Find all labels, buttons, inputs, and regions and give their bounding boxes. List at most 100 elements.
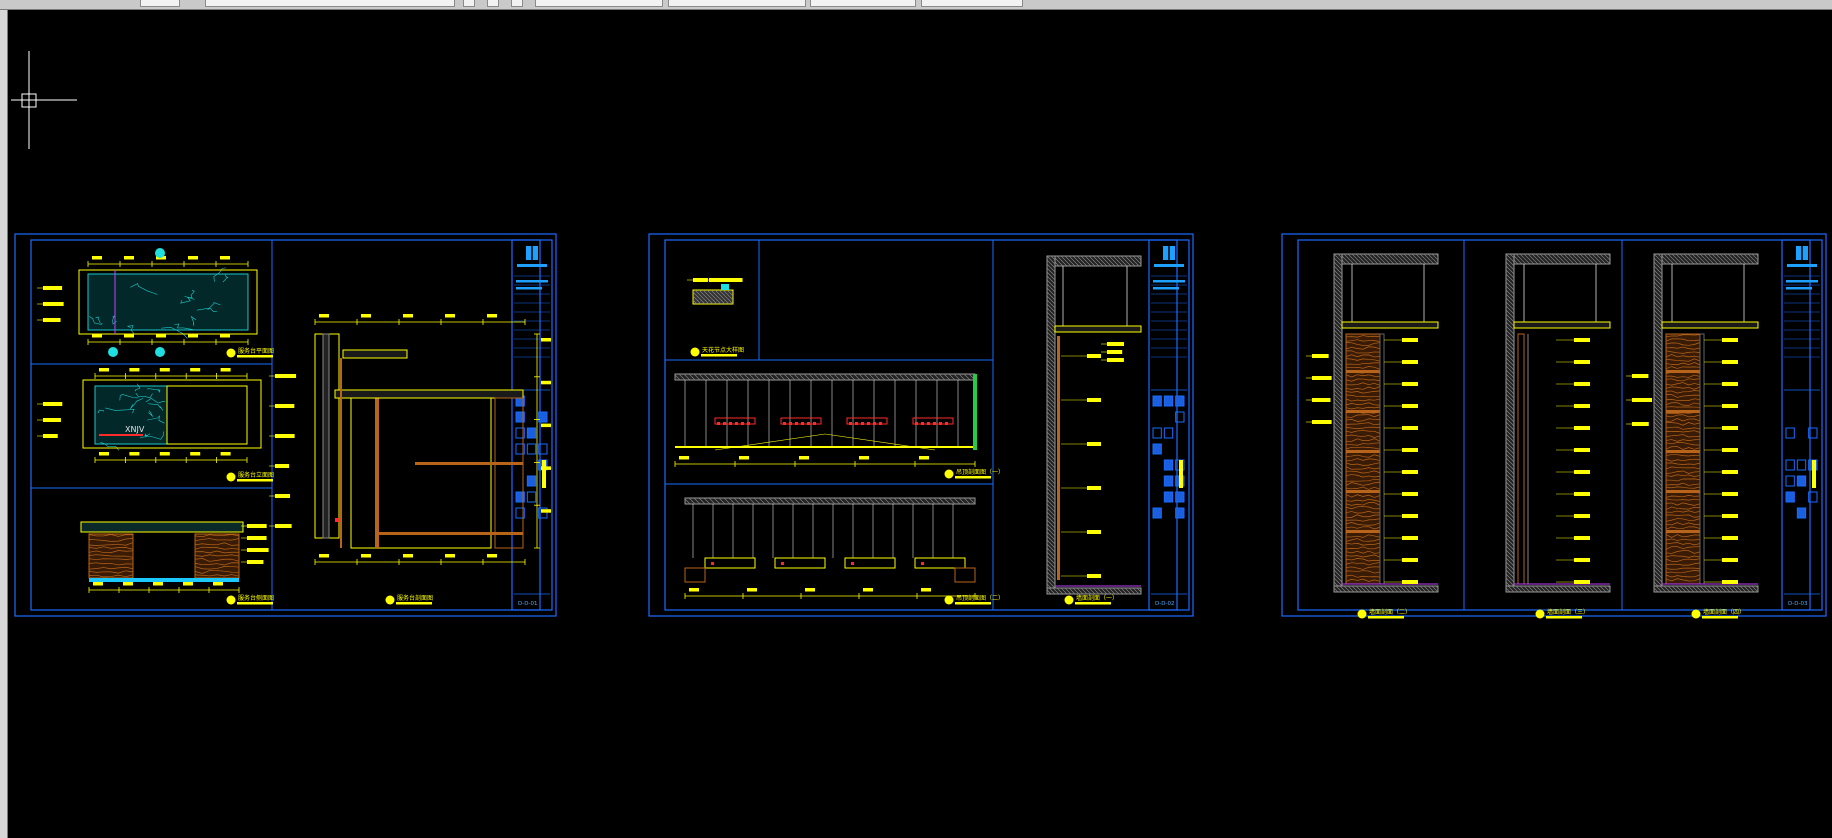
view-number-bubble bbox=[385, 595, 395, 605]
wall-finish bbox=[1517, 333, 1525, 585]
view-title-underline bbox=[1546, 616, 1582, 619]
title-block-cell bbox=[1796, 507, 1807, 519]
dimension-value bbox=[99, 368, 109, 372]
view-wall-section-3: 墙面剖面（三） bbox=[1505, 253, 1611, 619]
dimension-value bbox=[487, 554, 497, 558]
view-title: 服务台剖面图 bbox=[385, 594, 433, 605]
floor bbox=[1333, 585, 1439, 593]
wood-edge bbox=[684, 567, 706, 583]
dimension-tag bbox=[1574, 360, 1590, 364]
view-title-underline bbox=[701, 354, 737, 357]
title-block-cell bbox=[538, 411, 548, 423]
shelf bbox=[1346, 530, 1380, 533]
dimension-tag bbox=[1632, 422, 1649, 426]
title-block-frame bbox=[1148, 239, 1190, 611]
dimension-tag bbox=[1574, 536, 1590, 540]
view-title-text: 墙面剖面（四） bbox=[1703, 608, 1745, 616]
sheet-number: D-D-03 bbox=[1788, 601, 1808, 607]
dimension-value bbox=[361, 314, 371, 318]
dimension-value bbox=[747, 588, 757, 592]
dimension-value bbox=[220, 452, 231, 456]
cad-drawing[interactable]: D-D-01服务台平面图XNJV服务台立面图服务台侧面图服务台剖面图D-D-02… bbox=[8, 10, 1832, 838]
dimension-tag bbox=[247, 560, 264, 564]
toolbar-color-combo[interactable] bbox=[535, 0, 663, 7]
shelf bbox=[1346, 490, 1380, 493]
title-block-cell bbox=[515, 507, 525, 519]
dimension-tag bbox=[247, 524, 267, 528]
view-number-bubble bbox=[944, 595, 954, 605]
green-edge bbox=[973, 374, 977, 450]
sheet-inner-frame bbox=[30, 239, 541, 611]
dimension-tag bbox=[1402, 360, 1418, 364]
dimension-tag bbox=[1402, 448, 1418, 452]
wood-post bbox=[375, 398, 379, 548]
ceiling bbox=[1513, 321, 1611, 329]
dimension-value bbox=[92, 334, 102, 338]
toolbar-linetype-combo[interactable] bbox=[668, 0, 806, 7]
view-wall-section-2: 墙面剖面（二） bbox=[1306, 253, 1439, 619]
title-block-cell bbox=[1796, 459, 1807, 471]
upper-top bbox=[342, 349, 408, 359]
dimension-tag bbox=[1087, 354, 1101, 358]
view-title-text: 墙面剖面（三） bbox=[1547, 608, 1589, 616]
sheet-border bbox=[648, 233, 1194, 617]
toolbar-button[interactable] bbox=[463, 0, 475, 7]
sheet-number: D-D-01 bbox=[518, 601, 537, 607]
dimension-value bbox=[319, 314, 329, 318]
title-block-cell bbox=[1163, 491, 1174, 503]
title-block-cell bbox=[526, 443, 537, 455]
section-marker-icon bbox=[155, 347, 165, 357]
title-block-cell bbox=[1808, 491, 1818, 503]
company-name bbox=[1787, 264, 1817, 267]
toolbar-plotstyle-combo[interactable] bbox=[921, 0, 1023, 7]
toolbar-dropdown[interactable] bbox=[140, 0, 180, 7]
dimension-tag bbox=[43, 402, 63, 406]
view-title-underline bbox=[1075, 602, 1111, 605]
dimension-value bbox=[863, 588, 873, 592]
light-fitting bbox=[723, 422, 726, 425]
title-block-cell bbox=[1152, 395, 1162, 407]
view-number-bubble bbox=[690, 347, 700, 357]
dimension-value bbox=[188, 334, 198, 338]
left-scroll-edge[interactable] bbox=[0, 10, 8, 838]
dimension-tag bbox=[1722, 360, 1738, 364]
toolbar-lineweight-combo[interactable] bbox=[810, 0, 916, 7]
dimension-tag bbox=[1402, 470, 1418, 474]
dimension-tag bbox=[1312, 420, 1332, 424]
light-fitting bbox=[747, 422, 750, 425]
dimension-value bbox=[487, 314, 497, 318]
dimension-tag bbox=[1722, 536, 1738, 540]
toolbar-button[interactable] bbox=[487, 0, 499, 7]
dimension-tag bbox=[1402, 382, 1418, 386]
view-title-underline bbox=[237, 602, 273, 605]
dimension-tag bbox=[1087, 530, 1101, 534]
dimension-tag bbox=[1722, 514, 1738, 518]
dimension-value bbox=[403, 314, 413, 318]
view-title-underline bbox=[955, 476, 991, 479]
light-fitting bbox=[735, 422, 738, 425]
floor bbox=[1505, 585, 1611, 593]
dimension-tag bbox=[275, 464, 290, 468]
dimension-tag bbox=[1087, 442, 1101, 446]
dimension-tag bbox=[1402, 514, 1418, 518]
view-ceiling-section-1: 吊顶剖面图（一） bbox=[674, 373, 1004, 479]
light-fitting bbox=[939, 422, 942, 425]
dimension-value bbox=[129, 368, 140, 372]
dimension-value bbox=[679, 456, 689, 460]
dimension-tag bbox=[247, 536, 267, 540]
wall-hatch bbox=[322, 333, 330, 539]
toolbar-button[interactable] bbox=[511, 0, 523, 7]
dimension-value bbox=[183, 582, 193, 586]
dimension-tag bbox=[1722, 470, 1738, 474]
view-number-bubble bbox=[1535, 609, 1545, 619]
dimension-tag bbox=[247, 548, 269, 552]
frame bbox=[1379, 333, 1385, 585]
view-title-text: 墙面剖面（一） bbox=[1076, 594, 1118, 602]
dimension-value bbox=[190, 452, 201, 456]
toolbar-layer-combo[interactable] bbox=[205, 0, 455, 7]
light-fitting bbox=[711, 562, 714, 565]
floor bbox=[1653, 585, 1759, 593]
dimension-tag bbox=[1402, 558, 1418, 562]
dimension-value bbox=[921, 588, 931, 592]
